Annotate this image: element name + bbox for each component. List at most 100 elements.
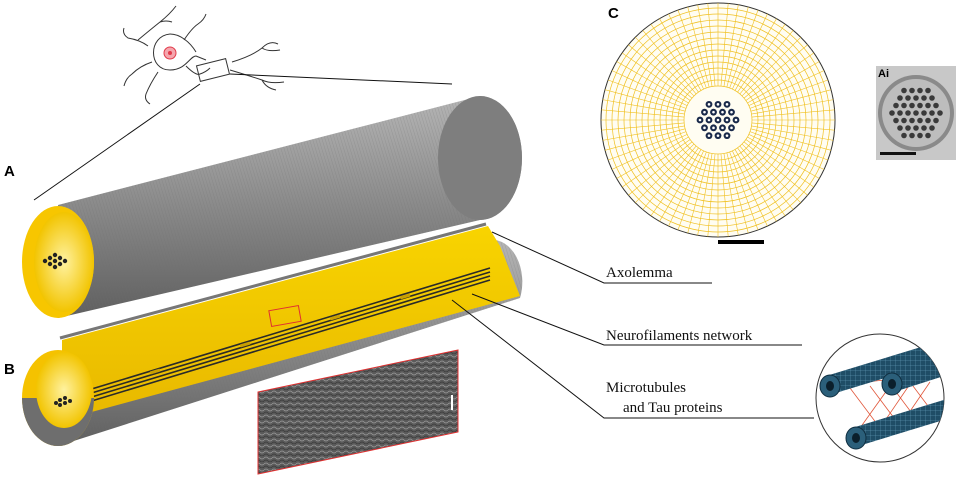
mesh-spoke — [745, 52, 815, 101]
microtubule-lumen — [730, 110, 733, 114]
microtubule-zoom — [815, 333, 945, 463]
mesh-spoke — [737, 147, 786, 217]
mesh-spoke — [634, 36, 695, 97]
em-microtubule — [925, 87, 931, 94]
em-microtubule — [917, 102, 923, 109]
microtubule-lumen — [707, 103, 711, 106]
microtubule-lumen — [712, 110, 715, 114]
em-microtubule — [925, 132, 931, 139]
em-microtubule — [913, 125, 919, 131]
mesh-spoke — [726, 5, 749, 88]
mesh-spoke — [739, 145, 795, 211]
cylinder-a-filament-bundle — [42, 252, 68, 270]
em-microtubule — [917, 117, 923, 124]
microtubule-lumen — [734, 118, 738, 122]
mesh-spoke — [720, 153, 729, 237]
mesh-spoke — [749, 79, 829, 109]
em-microtubule — [905, 95, 911, 101]
mesh-spoke — [707, 153, 716, 237]
em-microtubule — [933, 117, 939, 124]
callout-axolemma: Axolemma — [606, 265, 673, 281]
em-microtubule — [901, 117, 907, 124]
mesh-spoke — [627, 141, 693, 197]
mesh-spoke — [750, 128, 833, 151]
mesh-spoke — [658, 17, 702, 91]
mesh-spoke — [729, 151, 759, 231]
mesh-spoke — [621, 139, 691, 188]
mesh-spoke — [734, 149, 778, 223]
panel-label-ai: Ai — [878, 68, 889, 80]
microtubule-tube-1 — [819, 340, 944, 398]
em-microtubule — [921, 95, 927, 101]
mesh-spoke — [732, 150, 769, 228]
mesh-spoke — [615, 60, 689, 104]
mesh-spoke — [687, 5, 710, 88]
microtubule-lumen — [707, 134, 711, 137]
mesh-spoke — [615, 136, 689, 180]
em-microtubule — [929, 95, 935, 101]
scale-bar — [718, 240, 764, 244]
mesh-spoke — [627, 43, 693, 99]
em-microtubule — [913, 110, 919, 116]
em-microtubule — [917, 132, 923, 139]
mesh-spoke — [741, 36, 802, 97]
microtubule-tube-3 — [845, 398, 944, 450]
mesh-spoke — [601, 99, 685, 115]
microtubule-lumen — [725, 118, 729, 122]
mesh-spoke — [720, 3, 729, 87]
em-microtubule — [925, 117, 931, 124]
mesh-spoke — [687, 152, 710, 235]
mesh-spoke — [610, 134, 688, 171]
microtubule-lumen — [716, 134, 720, 137]
mesh-spoke — [603, 128, 686, 151]
mesh-spoke — [734, 17, 778, 91]
microtubule-lumen — [698, 118, 702, 122]
em-microtubule — [893, 102, 899, 109]
em-microtubule — [897, 95, 903, 101]
mesh-spoke — [729, 9, 759, 89]
microtubule-lumen — [707, 118, 711, 122]
mesh-spoke — [739, 29, 795, 95]
em-microtubule — [909, 132, 915, 139]
microtubule-lumen — [703, 110, 706, 114]
mesh-spoke — [737, 23, 786, 93]
microtubule-lumen — [716, 103, 720, 106]
cross-section-mesh — [600, 2, 836, 238]
mesh-spoke — [601, 109, 685, 118]
zoom-line-right — [229, 73, 453, 85]
em-microtubule — [929, 110, 935, 116]
mesh-spoke — [650, 147, 699, 217]
cylinder-a — [22, 96, 522, 318]
callout-lines — [451, 231, 814, 419]
mesh-spoke — [751, 125, 835, 141]
microtubule-lumen — [721, 126, 724, 130]
mesh-spoke — [607, 131, 687, 161]
em-microtubule — [889, 110, 895, 116]
panel-label-c: C — [608, 5, 619, 22]
mesh-spoke — [732, 12, 769, 90]
em-microtubule — [933, 102, 939, 109]
mesh-spoke — [749, 131, 829, 161]
callout-neurofilaments: Neurofilaments network — [606, 328, 753, 344]
mesh-spoke — [658, 149, 702, 223]
mesh-spoke — [743, 43, 809, 99]
em-microtubule — [917, 87, 923, 94]
cylinder-b-filament-bundle — [54, 396, 72, 407]
neuron-sketch — [123, 5, 285, 105]
mesh-spoke — [601, 122, 685, 131]
em-cross-section-inset — [876, 66, 956, 160]
em-microtubule — [897, 110, 903, 116]
em-microtubule — [897, 125, 903, 131]
microtubule-lumen — [703, 126, 706, 130]
mesh-spoke — [747, 136, 821, 180]
em-microtubule — [909, 87, 915, 94]
microtubule-lumen — [721, 110, 724, 114]
em-microtubule — [901, 132, 907, 139]
callout-microtubules-2: and Tau proteins — [623, 400, 723, 416]
mesh-spoke — [667, 12, 704, 90]
mesh-spoke — [751, 109, 835, 118]
microtubule-lumen — [730, 126, 733, 130]
em-microtubule — [921, 125, 927, 131]
mesh-spoke — [650, 23, 699, 93]
